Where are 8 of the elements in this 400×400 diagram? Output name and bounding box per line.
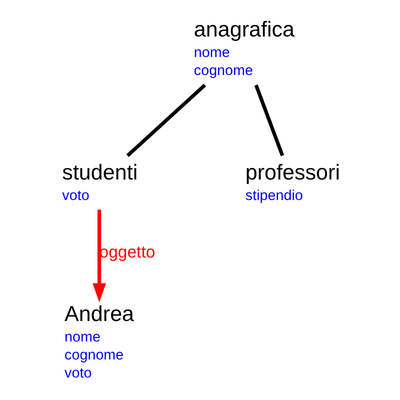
node-text: studenti voto: [62, 160, 138, 204]
edge-label: oggetto: [98, 242, 155, 262]
node-text: professori stipendio: [244, 160, 340, 204]
arrow: [92, 210, 106, 302]
node-text: Andrea nome cognome voto: [64, 300, 134, 382]
connector: [126, 84, 206, 157]
node-text: anagrafica nome cognome: [193, 16, 294, 79]
connector: [254, 84, 284, 156]
